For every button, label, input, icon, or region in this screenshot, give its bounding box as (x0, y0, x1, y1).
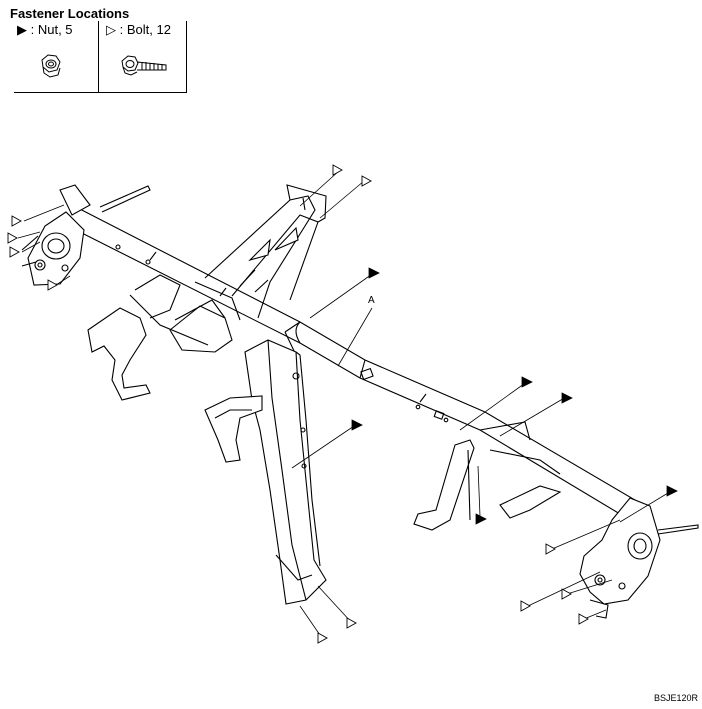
lower-left-bracket (204, 395, 263, 463)
nut-marker (561, 392, 573, 404)
left-end-bracket (21, 184, 151, 286)
nut-marker (521, 376, 533, 388)
nut-markers (351, 267, 678, 525)
center-upper-brace (204, 184, 327, 319)
bolt-markers (7, 164, 589, 644)
bolt-marker (317, 632, 328, 644)
figure-code: BSJE120R (654, 693, 699, 703)
steering-column-bracket (87, 274, 241, 401)
nut-marker (351, 419, 363, 431)
bolt-marker (332, 164, 343, 176)
bolt-icon (121, 55, 167, 76)
bolt-marker (47, 279, 58, 291)
main-cross-beam (59, 204, 641, 521)
bolt-marker (520, 600, 531, 612)
nut-icon (41, 54, 61, 78)
bolt-marker (361, 175, 372, 187)
right-end-bracket (579, 497, 699, 619)
nut-marker (666, 485, 678, 497)
legend-box (14, 21, 187, 93)
nut-marker (475, 513, 487, 525)
right-center-bracket (413, 421, 562, 531)
bolt-marker (346, 617, 357, 629)
leader-lines (17, 169, 674, 639)
legend-title: Fastener Locations (10, 6, 130, 21)
center-vertical-support (244, 339, 327, 605)
bolt-marker (578, 613, 589, 625)
legend-divider (98, 21, 99, 92)
bolt-marker (561, 588, 572, 600)
nut-marker (368, 267, 380, 279)
nut-legend-label: ▶ : Nut, 5 (17, 22, 73, 37)
bolt-legend-label: ▷ : Bolt, 12 (106, 22, 171, 37)
bolt-marker (7, 232, 18, 244)
callout-a-label: A (368, 295, 375, 306)
bolt-marker (545, 543, 556, 555)
bolt-marker (9, 246, 20, 258)
bolt-marker (11, 215, 22, 227)
